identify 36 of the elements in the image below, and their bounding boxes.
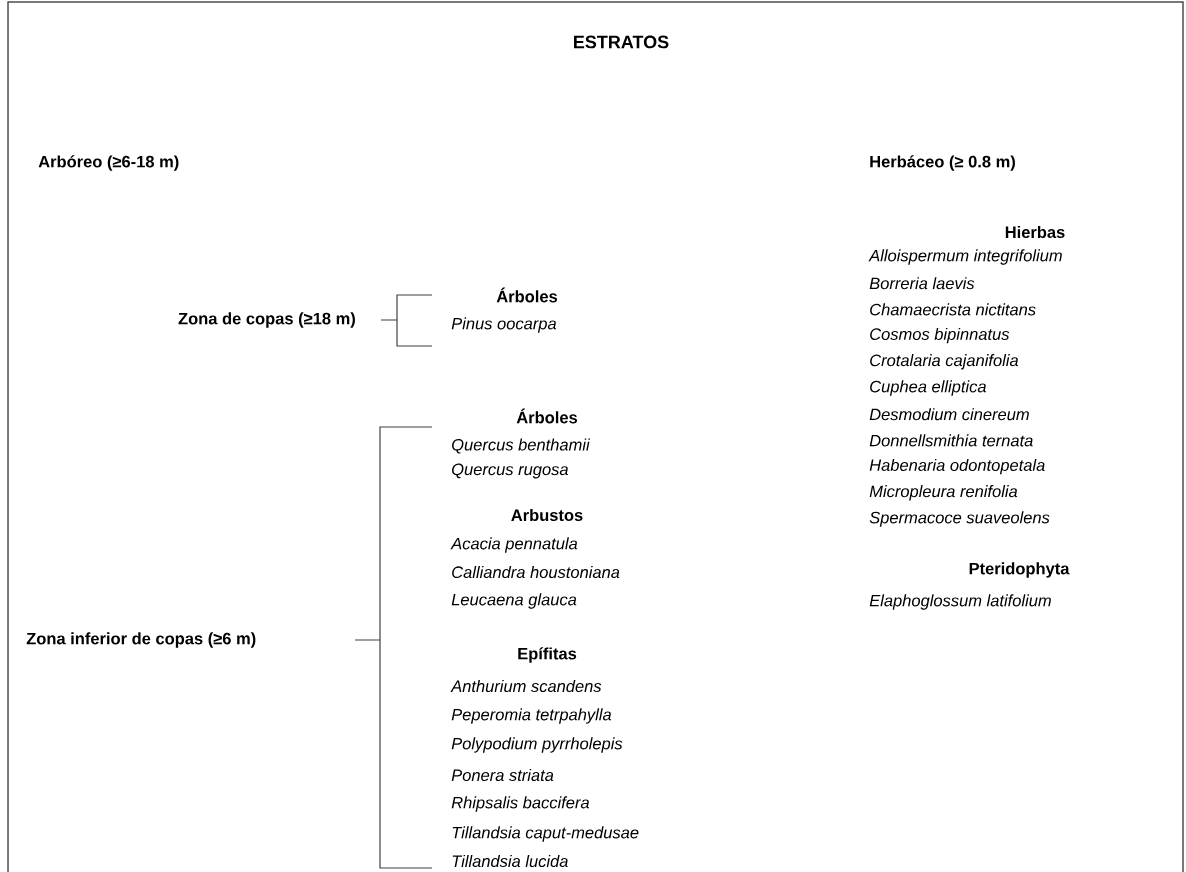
- group-heading: Árboles: [496, 287, 558, 303]
- group-heading: Árboles: [516, 408, 578, 424]
- group-heading: Pteridophyta: [969, 562, 1070, 578]
- species-name: Alloispermum integrifolium: [868, 249, 1062, 265]
- species-name: Borreria laevis: [869, 277, 975, 290]
- group-heading: Epífitas: [518, 647, 577, 663]
- species-name: Leucaena glauca: [451, 593, 577, 609]
- group-heading: Hierbas: [1005, 225, 1065, 239]
- stratum-heading: Herbáceo (≥ 0.8 m): [870, 155, 1015, 171]
- species-name: Elaphoglossum latifolium: [869, 594, 1051, 610]
- species-name: Cuphea elliptica: [870, 380, 986, 396]
- species-name: Anthurium scandens: [450, 679, 602, 693]
- species-name: Quercus benthamii: [452, 438, 590, 454]
- species-name: Ponera striata: [451, 768, 554, 782]
- species-name: Tillandsia caput-medusae: [452, 826, 639, 842]
- species-name: Micropleura renifolia: [869, 485, 1018, 501]
- species-name: Donnellsmithia ternata: [869, 434, 1033, 447]
- species-name: Tillandsia lucida: [452, 854, 568, 868]
- group-heading: Arbustos: [511, 508, 583, 522]
- species-name: Polypodium pyrrholepis: [451, 737, 623, 753]
- species-name: Acacia pennatula: [450, 537, 578, 553]
- species-name: Habenaria odontopetala: [869, 458, 1045, 475]
- species-name: Cosmos bipinnatus: [870, 327, 1010, 344]
- species-name: Spermacoce suaveolens: [869, 511, 1050, 527]
- title: ESTRATOS: [574, 35, 669, 49]
- stratum-heading: Arbóreo (≥6-18 m): [38, 155, 179, 171]
- species-name: Chamaecrista nictitans: [870, 303, 1036, 316]
- zone-label: Zona de copas (≥18 m): [178, 312, 355, 328]
- zone-label: Zona inferior de copas (≥6 m): [26, 632, 256, 648]
- species-name: Quercus rugosa: [452, 463, 568, 479]
- species-name: Rhipsalis baccifera: [451, 796, 590, 812]
- species-name: Peperomia tetrpahylla: [451, 708, 612, 724]
- species-name: Pinus oocarpa: [451, 317, 557, 333]
- species-name: Calliandra houstoniana: [452, 565, 620, 579]
- species-name: Crotalaria cajanifolia: [870, 354, 1019, 370]
- species-name: Desmodium cinereum: [869, 408, 1029, 421]
